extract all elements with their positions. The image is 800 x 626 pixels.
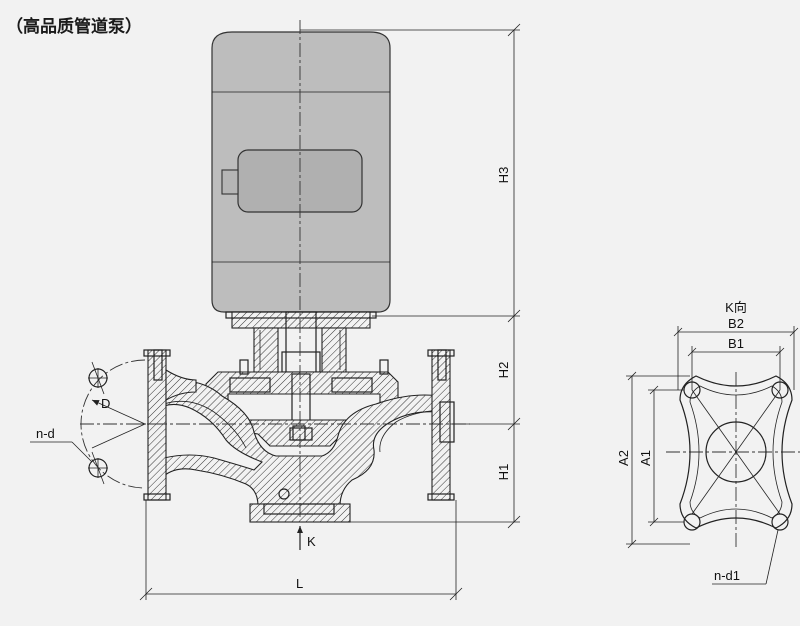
label-l: L [296, 576, 303, 591]
dimension-lines [139, 23, 521, 601]
label-a2: A2 [616, 450, 631, 466]
label-nd1: n-d1 [714, 568, 740, 583]
pump-body [143, 349, 455, 523]
label-a1: A1 [638, 450, 653, 466]
label-h2: H2 [496, 362, 511, 379]
label-k: K [307, 534, 316, 549]
label-b1: B1 [728, 336, 744, 351]
label-h3: H3 [496, 167, 511, 184]
center-lines [80, 20, 800, 548]
label-k-view: K向 [725, 300, 747, 315]
label-d: D [101, 396, 110, 411]
label-h1: H1 [496, 464, 511, 481]
motor-junction-box [221, 169, 239, 195]
flange-bolt-view [30, 359, 146, 489]
motor-bracket [225, 311, 377, 375]
label-b2: B2 [728, 316, 744, 331]
k-view [626, 326, 799, 585]
motor [211, 31, 391, 313]
label-nd: n-d [36, 426, 55, 441]
page-title: （高品质管道泵） [6, 17, 142, 37]
